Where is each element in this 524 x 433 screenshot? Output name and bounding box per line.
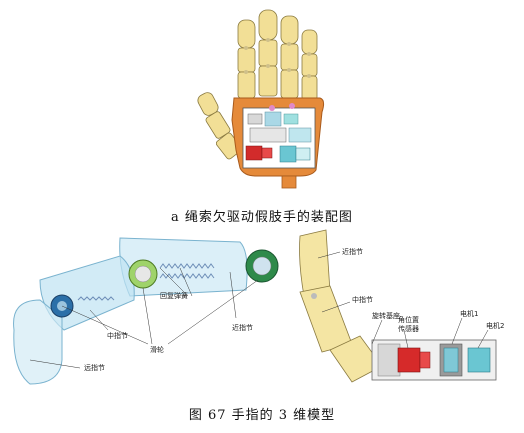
label-distal-phalanx: 远指节	[84, 364, 105, 372]
label-motor-1: 电机1	[460, 310, 479, 318]
angle-sensor-red	[397, 347, 421, 373]
solid-finger-model	[299, 229, 497, 383]
label-pulley: 滑轮	[150, 346, 164, 354]
finger-3d-model-figure	[13, 229, 497, 385]
fingers	[197, 9, 318, 160]
label-motor-2: 电机2	[486, 322, 505, 330]
wrist-connector	[281, 175, 297, 189]
figure-a-caption: a 绳索欠驱动假肢手的装配图	[171, 210, 353, 225]
label-proximal-phalanx-right: 近指节	[342, 248, 363, 256]
label-rotating-base: 旋转基座	[372, 312, 400, 320]
label-sensor: 传感器	[398, 325, 419, 333]
hand-assembly-figure	[197, 9, 325, 189]
label-proximal-phalanx-left: 近指节	[232, 324, 253, 332]
label-middle-phalanx-left: 中指节	[107, 332, 128, 340]
label-return-spring: 回复弹簧	[160, 292, 188, 300]
label-angle-position: 角位置	[398, 316, 419, 324]
motor-2-body	[467, 347, 491, 373]
transparent-finger-model	[13, 237, 279, 385]
figure-67-caption: 图 67 手指的 3 维模型	[188, 408, 336, 423]
label-middle-phalanx-right: 中指节	[352, 296, 373, 304]
